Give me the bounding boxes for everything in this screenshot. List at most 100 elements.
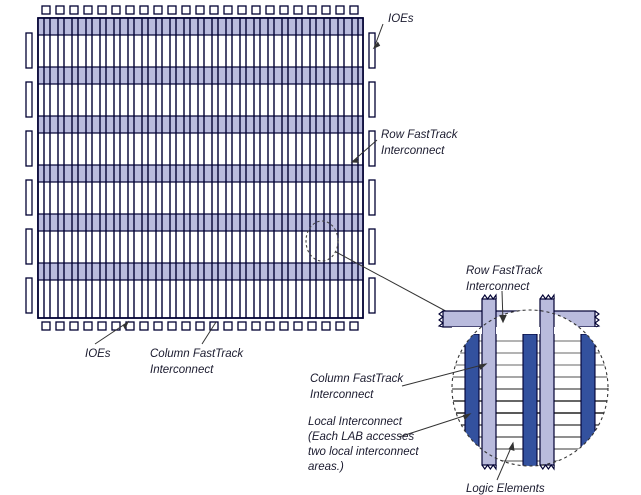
ioe-square: [55, 321, 65, 331]
leader-line-local-interconnect: [398, 413, 471, 438]
ioe-square: [139, 321, 149, 331]
main-device-array: [25, 5, 376, 331]
ioe-square: [293, 5, 303, 15]
column-pair: [295, 18, 303, 318]
ioe-square: [349, 5, 359, 15]
leader-line-ioes-bottom: [94, 321, 129, 345]
leader-line-ioes-top: [373, 23, 384, 49]
leader-line-row-fasttrack: [351, 139, 378, 163]
ioe-bar: [25, 277, 33, 314]
torn-edge-bottom: [481, 464, 497, 471]
arrowhead: [499, 315, 507, 324]
column-pair: [225, 18, 233, 318]
arrowhead: [372, 41, 381, 50]
torn-edge-right: [594, 310, 601, 328]
column-pair: [197, 18, 205, 318]
ioe-square: [55, 5, 65, 15]
column-pair: [211, 18, 219, 318]
column-pair: [337, 18, 345, 318]
arrowhead: [462, 413, 472, 421]
ioe-square: [223, 5, 233, 15]
ioe-square: [251, 5, 261, 15]
label-ioes-top: IOEs: [388, 13, 414, 25]
ioe-bar: [25, 81, 33, 118]
ioe-square: [265, 5, 275, 15]
ioe-square: [349, 321, 359, 331]
ioe-square: [69, 5, 79, 15]
label-local-int-1: Local Interconnect: [308, 416, 403, 428]
detail-circle-contents: [452, 310, 608, 466]
ioe-column-left: [25, 32, 33, 314]
label-row-fasttrack-1: Row FastTrack: [381, 129, 459, 141]
ioe-bar: [25, 228, 33, 265]
label-row-ft-detail-1: Row FastTrack: [466, 265, 544, 277]
leader-lines-detail: [398, 290, 515, 481]
torn-edge-top: [539, 293, 555, 300]
ioe-square: [97, 321, 107, 331]
ioe-square: [265, 321, 275, 331]
detail-gap-fill: [554, 327, 596, 334]
callout-source-circle: [305, 220, 339, 262]
column-pair: [43, 18, 51, 318]
column-fasttrack-bar: [481, 298, 497, 466]
column-pair: [57, 18, 65, 318]
detail-gap-fill: [496, 327, 540, 334]
label-local-int-3: two local interconnect: [308, 446, 419, 458]
detail-gap-fill: [452, 327, 482, 334]
ioe-bar: [368, 32, 376, 69]
ioe-square: [153, 5, 163, 15]
callout-connector-line: [335, 251, 467, 323]
column-fasttrack-bars: [43, 18, 359, 318]
arrowhead: [508, 441, 515, 452]
ioe-square: [97, 5, 107, 15]
column-pair: [253, 18, 261, 318]
ioe-bar: [368, 81, 376, 118]
ioe-row-top: [41, 5, 359, 15]
ioe-bar: [368, 277, 376, 314]
ioe-square: [181, 5, 191, 15]
column-pair: [281, 18, 289, 318]
label-local-int-4: areas.): [308, 461, 344, 473]
arrowhead: [350, 158, 359, 163]
column-pair: [127, 18, 135, 318]
column-pair: [267, 18, 275, 318]
ioe-square: [111, 5, 121, 15]
ioe-row-bottom: [41, 321, 359, 331]
label-col-ft-detail-2: Interconnect: [310, 389, 374, 401]
row-fasttrack-band: [37, 66, 364, 85]
ioe-square: [237, 5, 247, 15]
column-pair: [99, 18, 107, 318]
ioe-square: [41, 321, 51, 331]
column-pair: [155, 18, 163, 318]
ioe-square: [83, 321, 93, 331]
ioe-square: [321, 5, 331, 15]
label-logic-elements: Logic Elements: [466, 483, 545, 495]
ioe-square: [237, 321, 247, 331]
magnified-detail-view: [437, 293, 609, 471]
ioe-square: [139, 5, 149, 15]
label-col-fasttrack-1: Column FastTrack: [150, 348, 244, 360]
ioe-square: [293, 321, 303, 331]
ioe-square: [335, 321, 345, 331]
ioe-square: [223, 321, 233, 331]
row-fasttrack-band: [37, 213, 364, 232]
column-fasttrack-bar: [539, 298, 555, 466]
ioe-square: [279, 321, 289, 331]
ioe-bar: [368, 130, 376, 167]
ioe-square: [195, 321, 205, 331]
label-col-ft-detail-1: Column FastTrack: [310, 373, 404, 385]
ioe-square: [251, 321, 261, 331]
ioe-square: [307, 321, 317, 331]
ioe-square: [167, 321, 177, 331]
arrowhead: [478, 363, 488, 370]
arrowhead: [122, 320, 130, 330]
column-pair: [183, 18, 191, 318]
ioe-bar: [25, 130, 33, 167]
ioe-square: [321, 321, 331, 331]
ioe-square: [83, 5, 93, 15]
ioe-bar: [25, 179, 33, 216]
label-row-fasttrack-2: Interconnect: [381, 145, 445, 157]
ioe-bar: [368, 228, 376, 265]
